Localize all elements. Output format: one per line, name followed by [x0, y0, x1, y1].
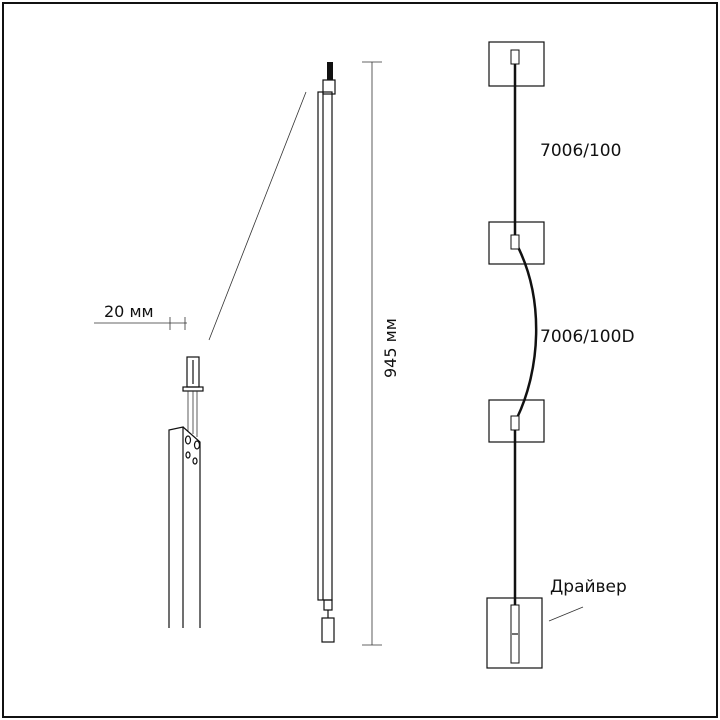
profile-detail: 20 мм [94, 302, 204, 628]
driver-leader-line [548, 606, 584, 622]
width-dimension-label: 20 мм [104, 302, 154, 321]
detail-leader-line [208, 91, 307, 341]
model-label-7006-100: 7006/100 [540, 141, 621, 161]
driver-label: Драйвер [550, 577, 627, 597]
model-label-7006-100d: 7006/100D [540, 327, 635, 347]
length-dimension-label: 945 мм [381, 318, 400, 378]
linear-fixture [317, 62, 336, 643]
wiring-schematic [486, 41, 545, 669]
length-dimension: 945 мм [362, 61, 400, 646]
